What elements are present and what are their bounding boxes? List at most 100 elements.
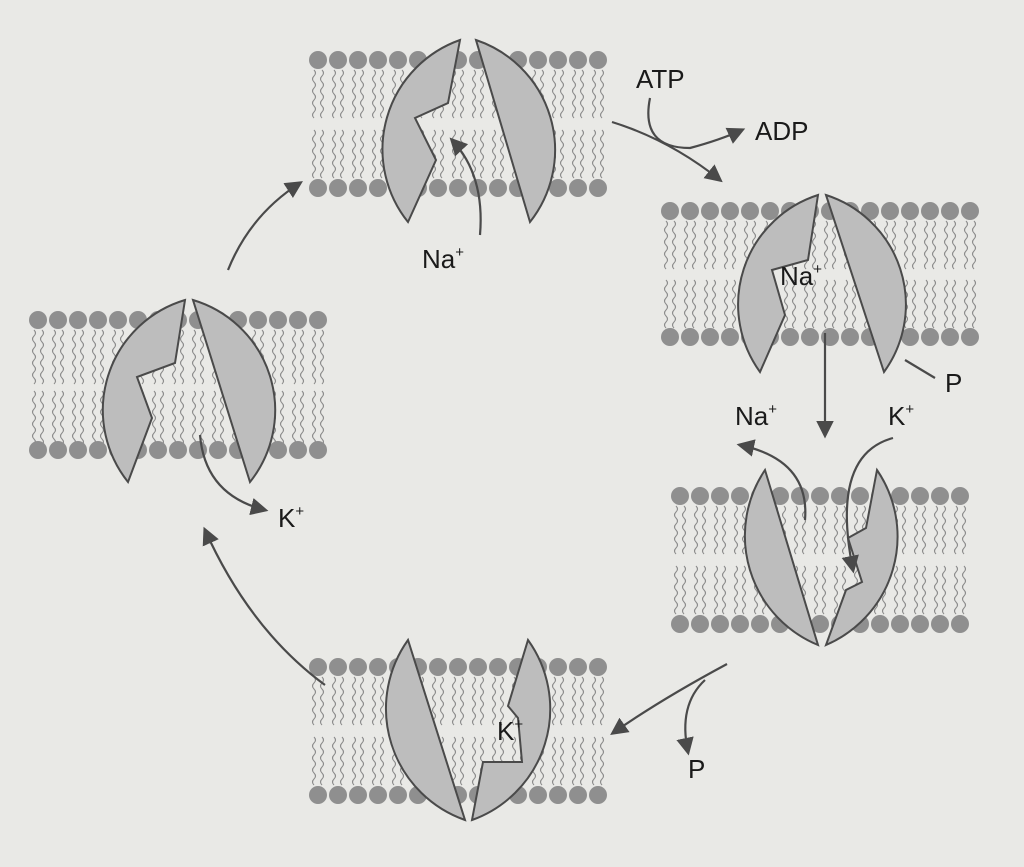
lipid-head: [781, 328, 799, 346]
cycle-arrow-bottom-to-left: [202, 526, 326, 686]
lipid-head: [49, 441, 67, 459]
lipid-head: [369, 179, 387, 197]
lipid-tail: [551, 736, 557, 786]
lipid-tail: [451, 736, 457, 786]
lipid-head: [901, 202, 919, 220]
lipid-tail: [159, 390, 165, 446]
lipid-head: [149, 441, 167, 459]
lipid-tail: [339, 69, 345, 119]
lipid-tail: [299, 390, 305, 446]
lipid-head: [589, 786, 607, 804]
lipid-tail: [599, 736, 605, 786]
lipid-head: [851, 487, 869, 505]
lipid-tail: [811, 279, 817, 329]
lipid-tail: [179, 390, 185, 446]
lipid-tail: [339, 676, 345, 726]
lipid-tail: [491, 129, 497, 179]
lipid-tail: [783, 279, 789, 329]
lipid-head: [911, 615, 929, 633]
lipid-head: [901, 328, 919, 346]
lipid-tail: [379, 69, 385, 119]
lipid-tail: [901, 565, 907, 615]
pump-right-half: [470, 637, 552, 822]
lipid-tail: [721, 565, 727, 615]
lipid-tail: [941, 505, 947, 555]
lipid-tail: [893, 565, 899, 615]
lipid-head: [389, 786, 407, 804]
lipid-tail: [823, 279, 829, 329]
lipid-head: [751, 615, 769, 633]
lipid-tail: [459, 676, 465, 726]
lipid-tail: [291, 390, 297, 446]
lipid-head: [309, 51, 327, 69]
lipid-tail: [913, 505, 919, 555]
lipid-tail: [579, 736, 585, 786]
lipid-tail: [931, 220, 937, 270]
lipid-tail: [953, 565, 959, 615]
lipid-head: [549, 658, 567, 676]
lipid-head: [921, 202, 939, 220]
na-label-top: Na+: [422, 244, 464, 274]
lipid-tail: [823, 220, 829, 270]
lipid-head: [89, 441, 107, 459]
lipid-tail: [591, 129, 597, 179]
pump-left-half: [101, 298, 187, 485]
lipid-tail: [311, 676, 317, 726]
lipid-tail: [451, 129, 457, 179]
lipid-tail: [913, 565, 919, 615]
lipid-tail: [59, 390, 65, 446]
pump-left-half: [381, 38, 462, 224]
lipid-tail: [371, 129, 377, 179]
lipid-head: [209, 441, 227, 459]
lipid-head: [961, 202, 979, 220]
lipid-tail: [331, 69, 337, 119]
lipid-tail: [963, 279, 969, 329]
lipid-head: [871, 615, 889, 633]
lipid-tail: [551, 69, 557, 119]
cycle-arrow-left-to-top: [226, 181, 303, 271]
lipid-tail: [459, 736, 465, 786]
pump-right-half: [474, 38, 557, 225]
pump-right-half: [824, 193, 907, 375]
lipid-tail: [51, 390, 57, 446]
lipid-head: [911, 487, 929, 505]
lipid-tail: [741, 565, 747, 615]
lipid-tail: [579, 69, 585, 119]
lipid-tail: [961, 565, 967, 615]
lipid-tail: [559, 69, 565, 119]
lipid-tail: [833, 505, 839, 555]
k-label-entering: K+: [888, 401, 914, 431]
lipid-tail: [723, 220, 729, 270]
lipid-head: [681, 202, 699, 220]
lipid-tail: [499, 676, 505, 726]
lipid-tail: [91, 329, 97, 385]
lipid-tail: [311, 736, 317, 786]
lipid-head: [589, 179, 607, 197]
lipid-head: [529, 51, 547, 69]
lipid-tail: [479, 676, 485, 726]
lipid-tail: [673, 505, 679, 555]
lipid-tail: [599, 129, 605, 179]
lipid-head: [269, 441, 287, 459]
lipid-head: [549, 51, 567, 69]
lipid-head: [549, 786, 567, 804]
lipid-head: [961, 328, 979, 346]
lipid-tail: [471, 69, 477, 119]
lipid-tail: [599, 676, 605, 726]
lipid-tail: [79, 329, 85, 385]
lipid-tail: [971, 279, 977, 329]
lipid-tail: [723, 279, 729, 329]
lipid-tail: [693, 505, 699, 555]
lipid-tail: [903, 220, 909, 270]
lipid-tail: [703, 279, 709, 329]
pump-state-top: [381, 38, 557, 225]
lipid-tail: [319, 390, 325, 446]
lipid-head: [791, 487, 809, 505]
lipid-tail: [933, 505, 939, 555]
lipid-tail: [579, 676, 585, 726]
lipid-tail: [831, 220, 837, 270]
lipid-head: [691, 615, 709, 633]
lipid-head: [569, 51, 587, 69]
lipid-tail: [279, 390, 285, 446]
